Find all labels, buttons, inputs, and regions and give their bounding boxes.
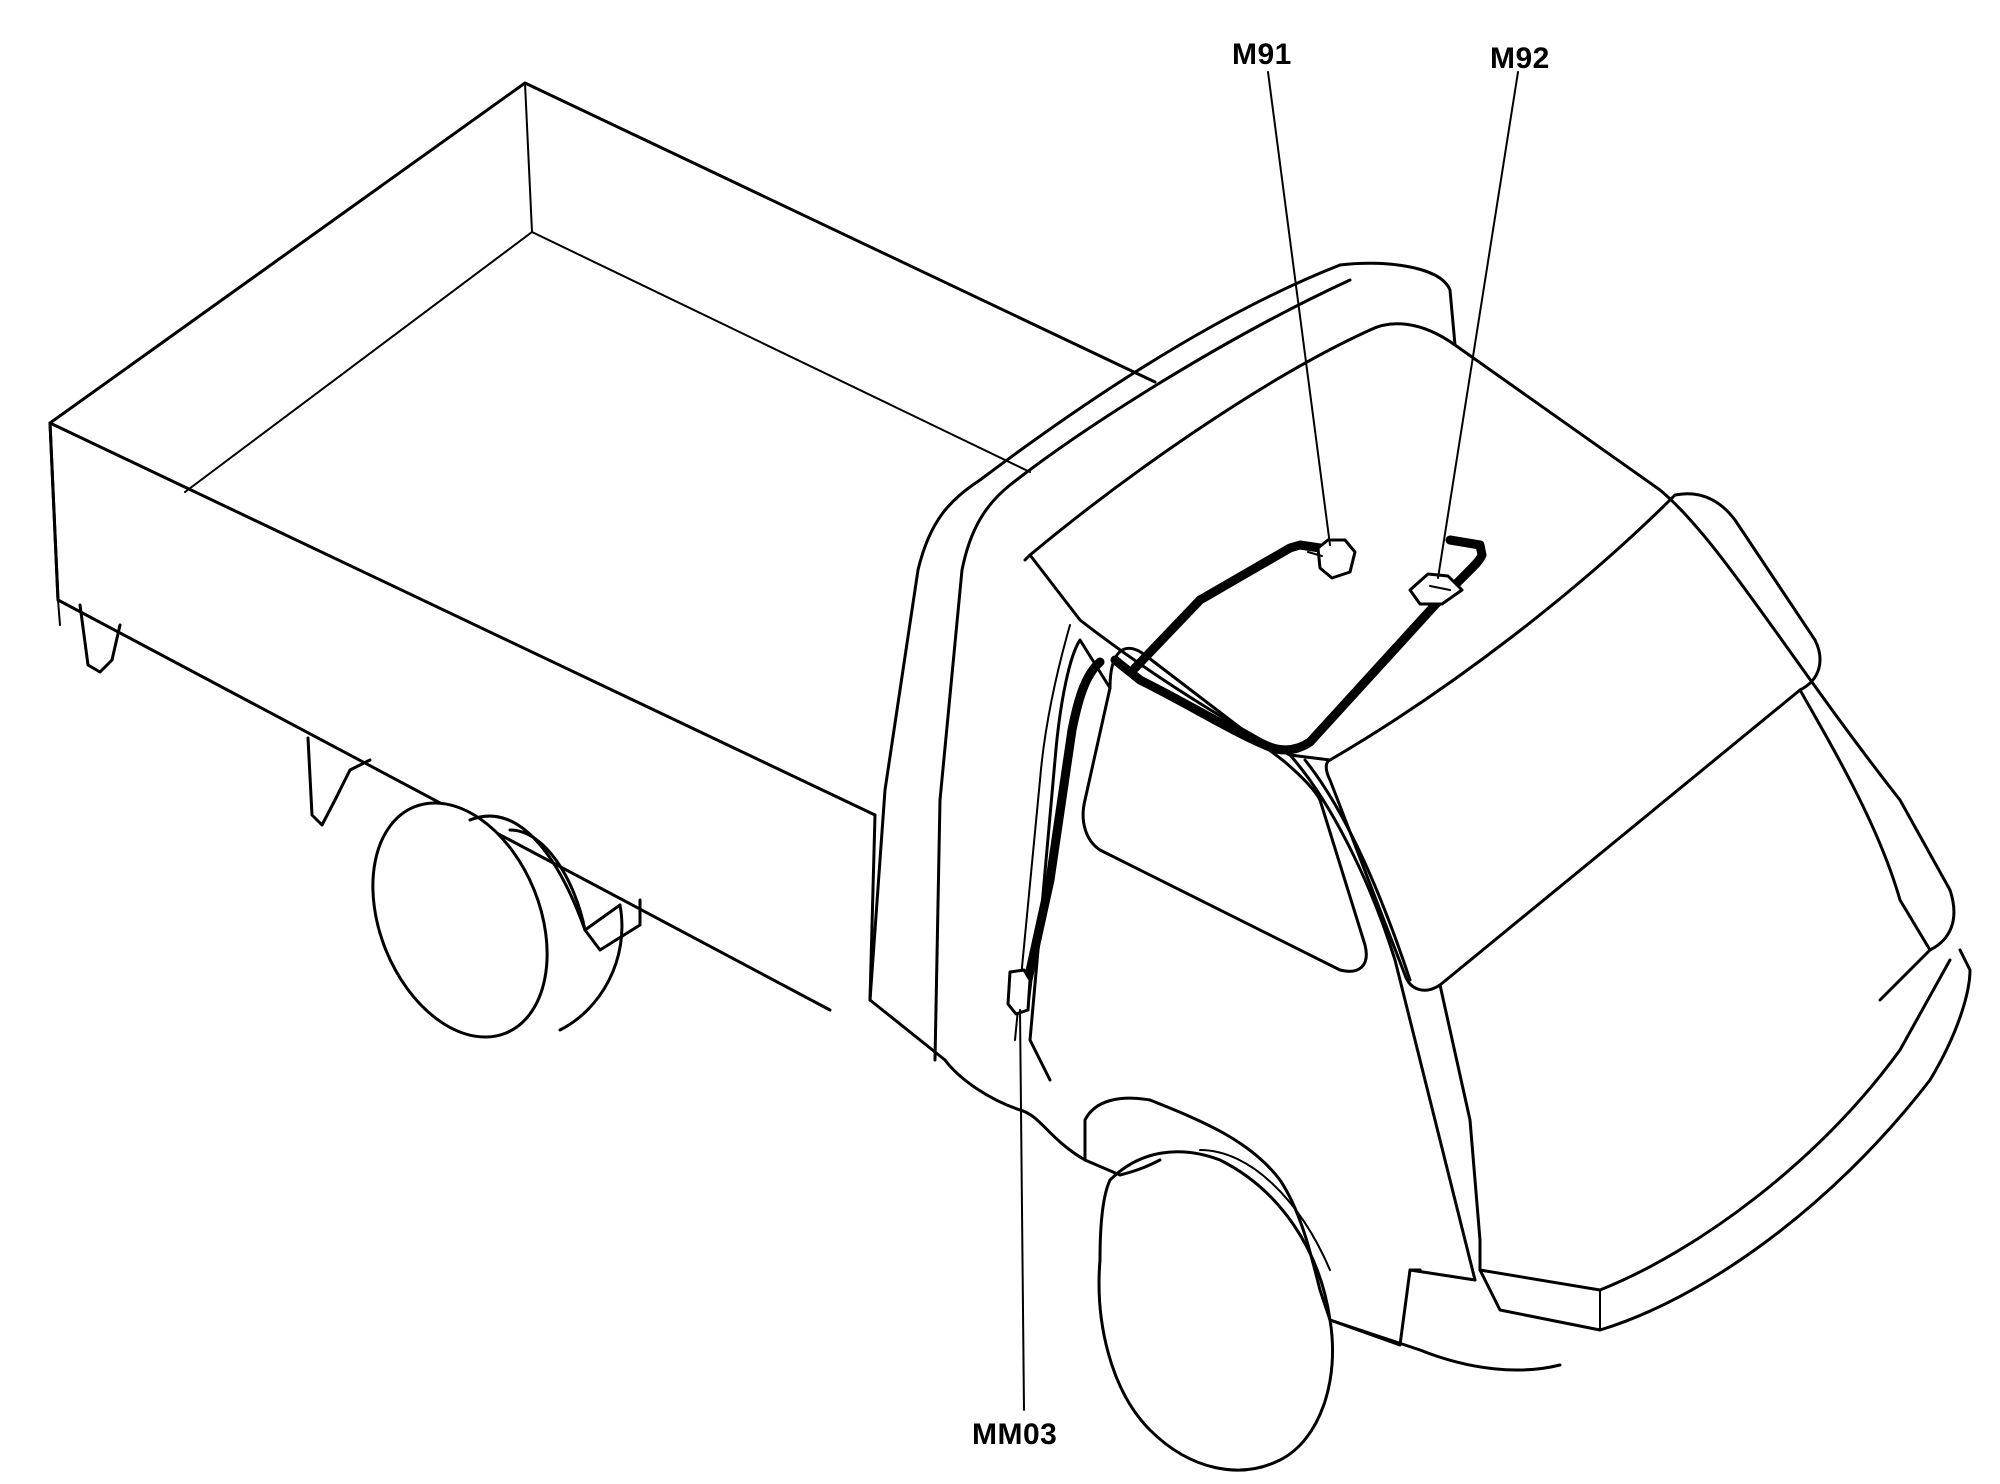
- connector-label-m92: M92: [1490, 42, 1550, 75]
- connector-label-mm03: MM03: [972, 1418, 1058, 1451]
- connector-mm03: [1006, 968, 1032, 1016]
- rear-wheel: [371, 801, 642, 1039]
- wiring-harness: [1020, 535, 1487, 1010]
- front-wheel: [1097, 1149, 1335, 1472]
- connector-m92: [1408, 572, 1464, 606]
- leader-lines: [1019, 71, 1519, 1411]
- connector-m91: [1307, 538, 1357, 580]
- cab-body: [868, 261, 1972, 1372]
- cargo-bed: [48, 81, 1157, 1012]
- connector-label-m91: M91: [1232, 38, 1292, 71]
